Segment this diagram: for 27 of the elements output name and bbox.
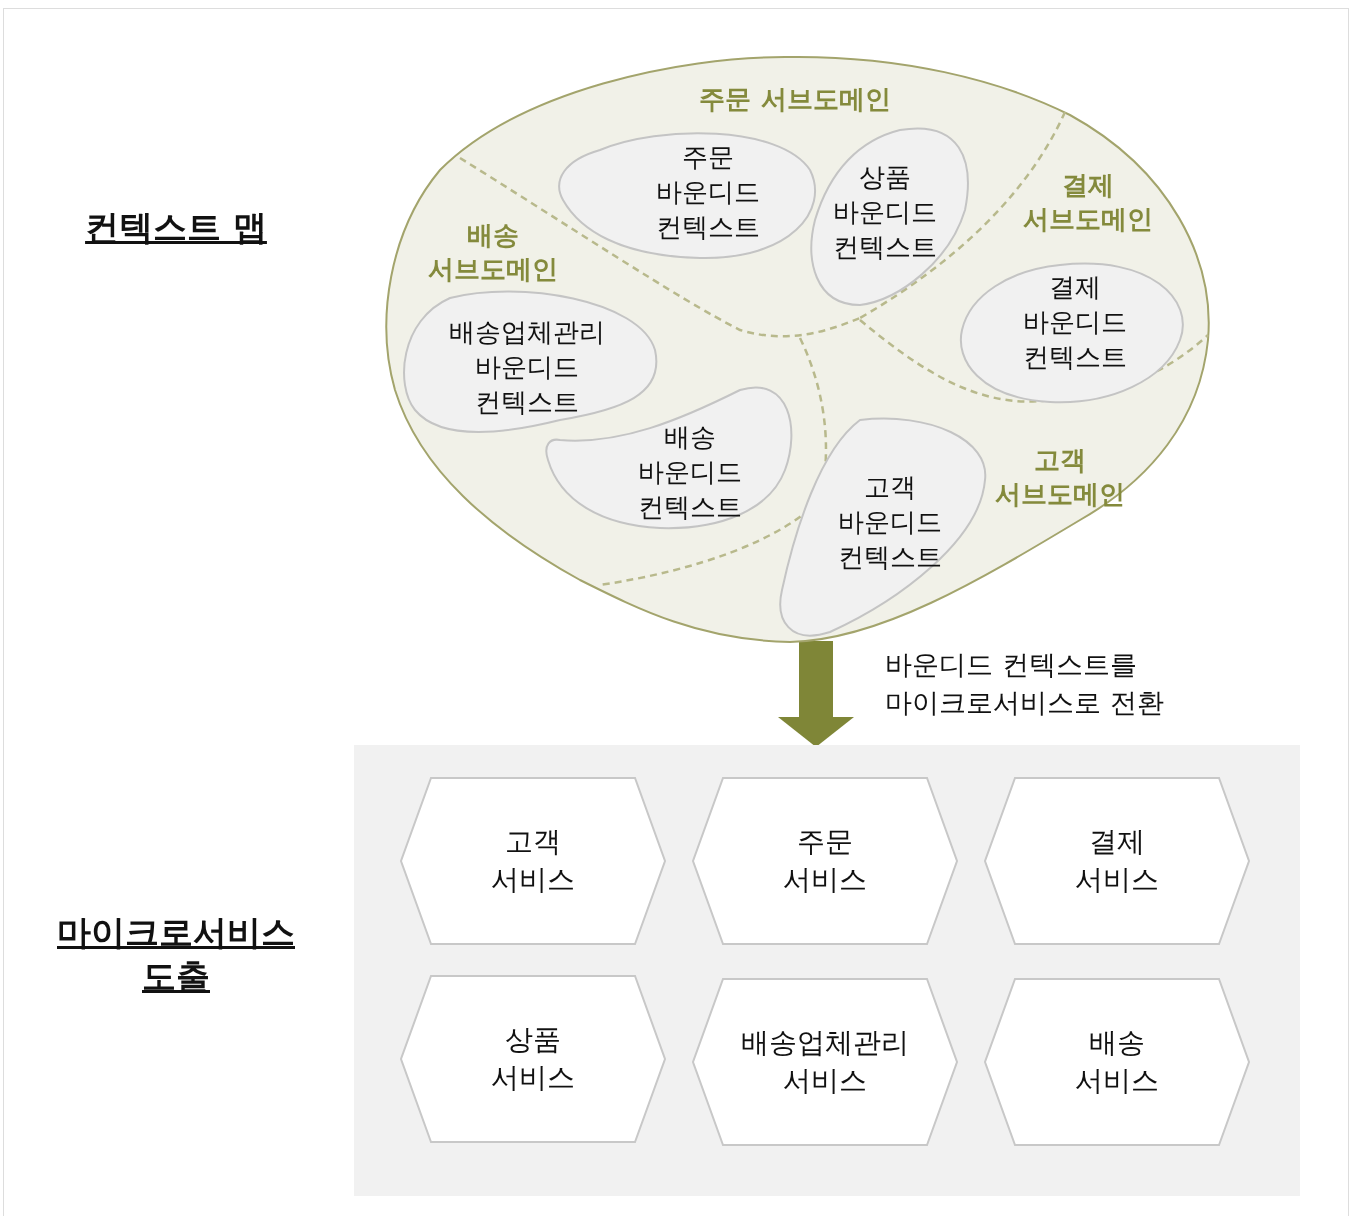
service-hexagon (692, 978, 958, 1146)
service-name: 고객 서비스 (490, 824, 576, 898)
service-name: 배송업체관리 서비스 (740, 1025, 910, 1099)
arrow (778, 641, 854, 747)
context-name: 결제 바운디드 컨텍스트 (1022, 271, 1128, 374)
service-hexagon (692, 777, 958, 945)
context-name: 주문 바운디드 컨텍스트 (655, 141, 761, 244)
context-name: 고객 바운디드 컨텍스트 (837, 471, 943, 574)
subdomain-title: 주문 서브도메인 (698, 83, 892, 116)
service-hexagon (400, 975, 666, 1143)
service-name: 주문 서비스 (782, 824, 868, 898)
context-name: 배송 바운디드 컨텍스트 (637, 421, 743, 524)
context-name: 배송업체관리 바운디드 컨텍스트 (448, 316, 606, 419)
service-name: 결제 서비스 (1074, 824, 1160, 898)
subdomain-title: 고객 서브도메인 (994, 444, 1126, 511)
services-panel (354, 745, 1300, 1196)
context-map-area (385, 55, 1212, 645)
service-name: 상품 서비스 (490, 1022, 576, 1096)
service-hexagon (984, 777, 1250, 945)
context-name: 상품 바운디드 컨텍스트 (832, 161, 938, 264)
section-heading: 마이크로서비스 도출 (56, 911, 296, 998)
subdomain-title: 결제 서브도메인 (1022, 169, 1154, 236)
subdomain-title: 배송 서브도메인 (427, 219, 559, 286)
service-name: 배송 서비스 (1074, 1025, 1160, 1099)
service-hexagon (984, 978, 1250, 1146)
service-hexagon (400, 777, 666, 945)
section-heading: 컨텍스트 맵 (84, 206, 268, 249)
